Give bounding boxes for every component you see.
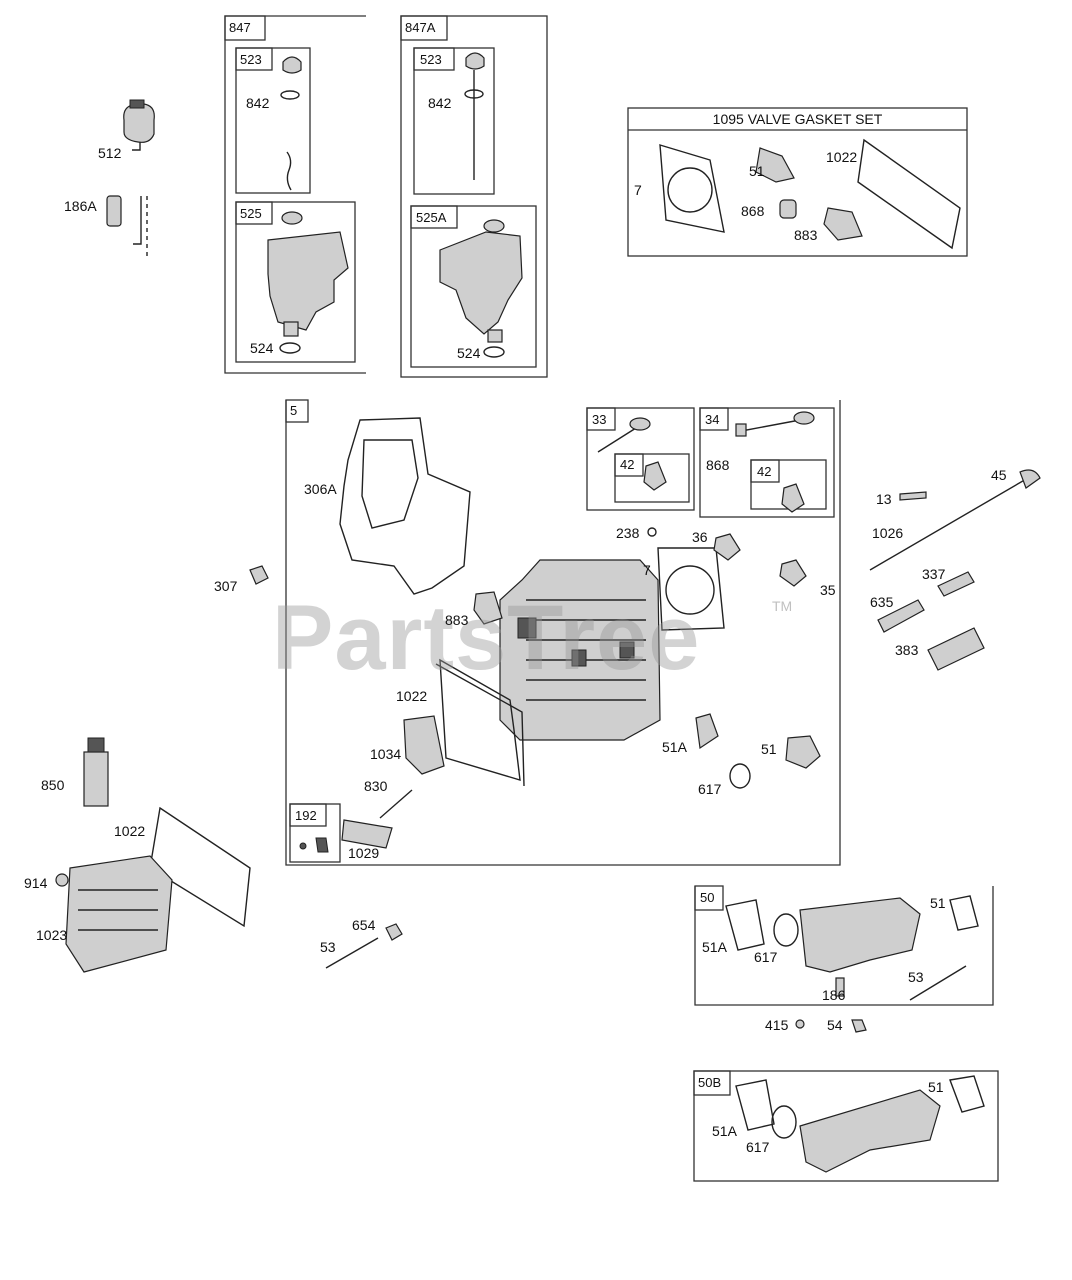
valve-cover-1023 <box>55 855 173 973</box>
label-383: 383 <box>895 642 919 658</box>
label-1022-cover: 1022 <box>114 823 146 839</box>
label-50-186: 186 <box>822 987 846 1003</box>
label-307: 307 <box>214 578 238 594</box>
label-13: 13 <box>876 491 892 507</box>
label-617: 617 <box>698 781 722 797</box>
cover-gasket-1022 <box>149 806 251 928</box>
label-51a: 51A <box>662 739 687 755</box>
part-307 <box>249 565 269 585</box>
group-192-tag: 192 <box>295 808 317 823</box>
label-914: 914 <box>24 875 48 891</box>
label-238: 238 <box>616 525 640 541</box>
group-847a-tag: 847A <box>405 20 436 35</box>
group-525-tag: 525 <box>240 206 262 221</box>
label-53: 53 <box>320 939 336 955</box>
label-50b-51a: 51A <box>712 1123 737 1139</box>
label-1026: 1026 <box>872 525 904 541</box>
part-512-drawing <box>123 99 155 151</box>
group-523-tag: 523 <box>240 52 262 67</box>
label-830: 830 <box>364 778 388 794</box>
group-847-box <box>224 15 366 374</box>
label-1034: 1034 <box>370 746 402 762</box>
valve-gasket-set-box <box>627 107 968 257</box>
label-vs-51: 51 <box>749 163 765 179</box>
group-34-tag: 34 <box>705 412 720 427</box>
valves-33-34 <box>597 411 815 513</box>
label-512: 512 <box>98 145 122 161</box>
right-side-parts <box>869 469 1041 671</box>
group-5-box <box>285 399 841 866</box>
group-33-tag: 33 <box>592 412 607 427</box>
label-306a: 306A <box>304 481 337 497</box>
small-parts-group5 <box>299 527 821 853</box>
label-524-847a: 524 <box>457 345 481 361</box>
label-883: 883 <box>445 612 469 628</box>
group-42-tag-b: 42 <box>757 464 772 479</box>
label-524: 524 <box>250 340 274 356</box>
group-523-847a-tag: 523 <box>420 52 442 67</box>
label-654: 654 <box>352 917 376 933</box>
fill-tube-525 <box>267 211 349 354</box>
label-842-847a: 842 <box>428 95 452 111</box>
group-50b-box <box>693 1070 999 1182</box>
head-gasket-7 <box>657 547 725 631</box>
group-847-tag: 847 <box>229 20 251 35</box>
label-50-53: 53 <box>908 969 924 985</box>
sealant-850 <box>83 737 109 807</box>
trademark-symbol: TM <box>772 598 793 614</box>
label-1029: 1029 <box>348 845 380 861</box>
group-50b-tag: 50B <box>698 1075 722 1090</box>
group-847a-box <box>400 15 548 378</box>
group-50-box <box>694 885 994 1006</box>
label-1023: 1023 <box>36 927 68 943</box>
valve-gasket-set-title: 1095 VALVE GASKET SET <box>712 111 883 127</box>
cylinder-head-drawing <box>499 559 661 741</box>
label-35: 35 <box>820 582 836 598</box>
label-842: 842 <box>246 95 270 111</box>
label-45: 45 <box>991 467 1007 483</box>
label-868: 868 <box>706 457 730 473</box>
label-635: 635 <box>870 594 894 610</box>
label-vs-883: 883 <box>794 227 818 243</box>
label-7: 7 <box>643 562 651 578</box>
label-50b-617: 617 <box>746 1139 770 1155</box>
label-850: 850 <box>41 777 65 793</box>
label-vs-1022: 1022 <box>826 149 858 165</box>
label-50-51: 51 <box>930 895 946 911</box>
group-50-tag: 50 <box>700 890 715 905</box>
label-51: 51 <box>761 741 777 757</box>
group-42-tag-a: 42 <box>620 457 635 472</box>
gasket-set-parts <box>659 138 961 250</box>
label-50b-51: 51 <box>928 1079 944 1095</box>
part-186a-drawing <box>106 195 148 260</box>
group-525a-tag: 525A <box>416 210 447 225</box>
intake-manifold-50b <box>735 1075 985 1173</box>
label-50-51a: 51A <box>702 939 727 955</box>
stud-53-654 <box>325 923 403 969</box>
fill-tube-525a <box>439 219 523 358</box>
label-1022: 1022 <box>396 688 428 704</box>
dipstick-cap-523 <box>280 56 302 191</box>
intake-manifold-50 <box>725 895 979 1033</box>
air-shroud-306a <box>339 417 471 595</box>
label-415: 415 <box>765 1017 789 1033</box>
label-36: 36 <box>692 529 708 545</box>
label-vs-7: 7 <box>634 182 642 198</box>
label-54: 54 <box>827 1017 843 1033</box>
label-vs-868: 868 <box>741 203 765 219</box>
label-337: 337 <box>922 566 946 582</box>
label-50-617: 617 <box>754 949 778 965</box>
label-186a: 186A <box>64 198 97 214</box>
group-5-tag: 5 <box>290 403 298 418</box>
dipstick-523-847a <box>464 52 485 180</box>
